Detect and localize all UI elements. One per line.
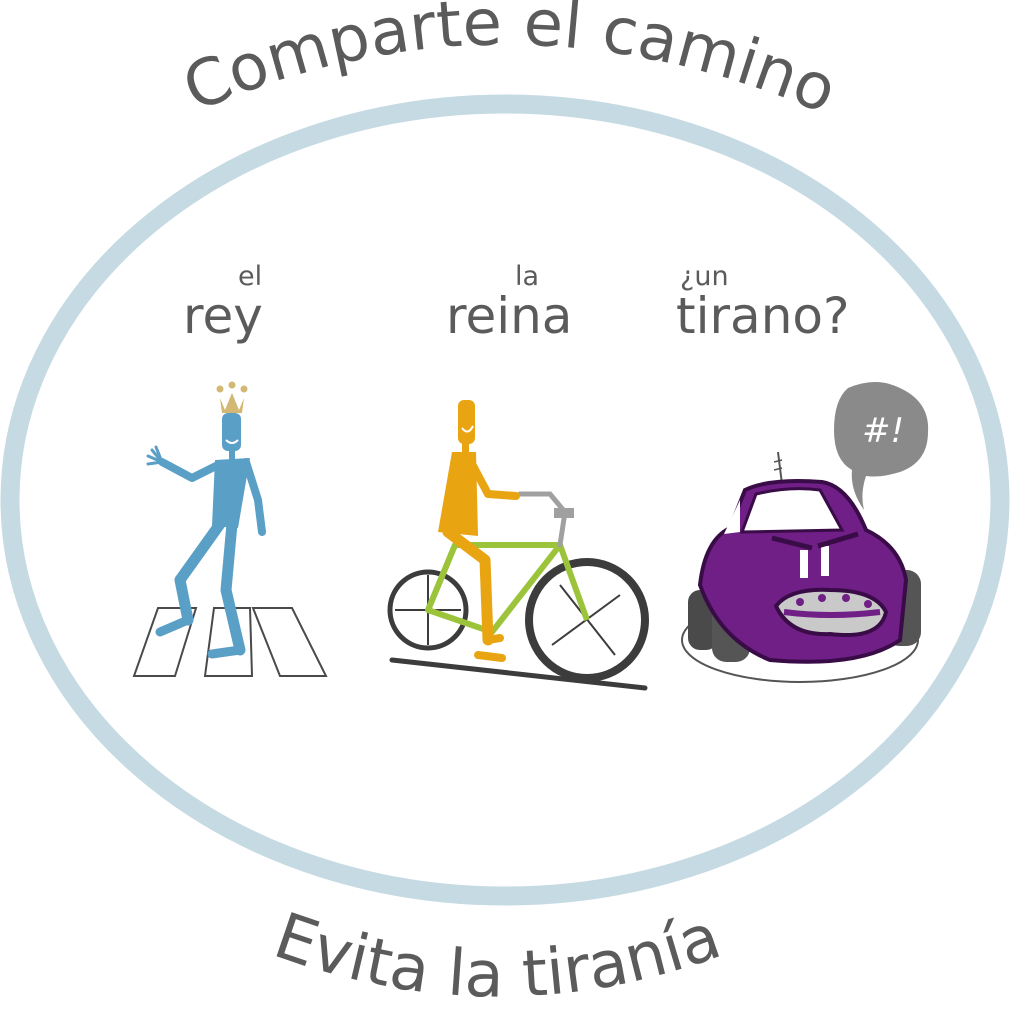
queen-figure: [438, 400, 520, 662]
oval-ring: [0, 94, 1010, 906]
bicycle-icon: [387, 491, 649, 682]
tyrant-noun: tirano?: [676, 287, 850, 345]
bubble-text: #!: [862, 411, 904, 451]
queen-noun: reina: [446, 287, 572, 345]
crown-icon: [216, 381, 248, 413]
tyrant-article: ¿un: [680, 261, 729, 292]
king-article: el: [238, 261, 262, 292]
bottom-slogan: Evita la tiranía: [265, 899, 729, 1012]
speech-bubble-icon: #!: [834, 382, 929, 510]
queen-article: la: [515, 261, 539, 292]
road-shadow: [389, 657, 648, 691]
king-noun: rey: [183, 287, 263, 345]
car-icon: [681, 451, 921, 683]
king-figure: [146, 381, 266, 659]
